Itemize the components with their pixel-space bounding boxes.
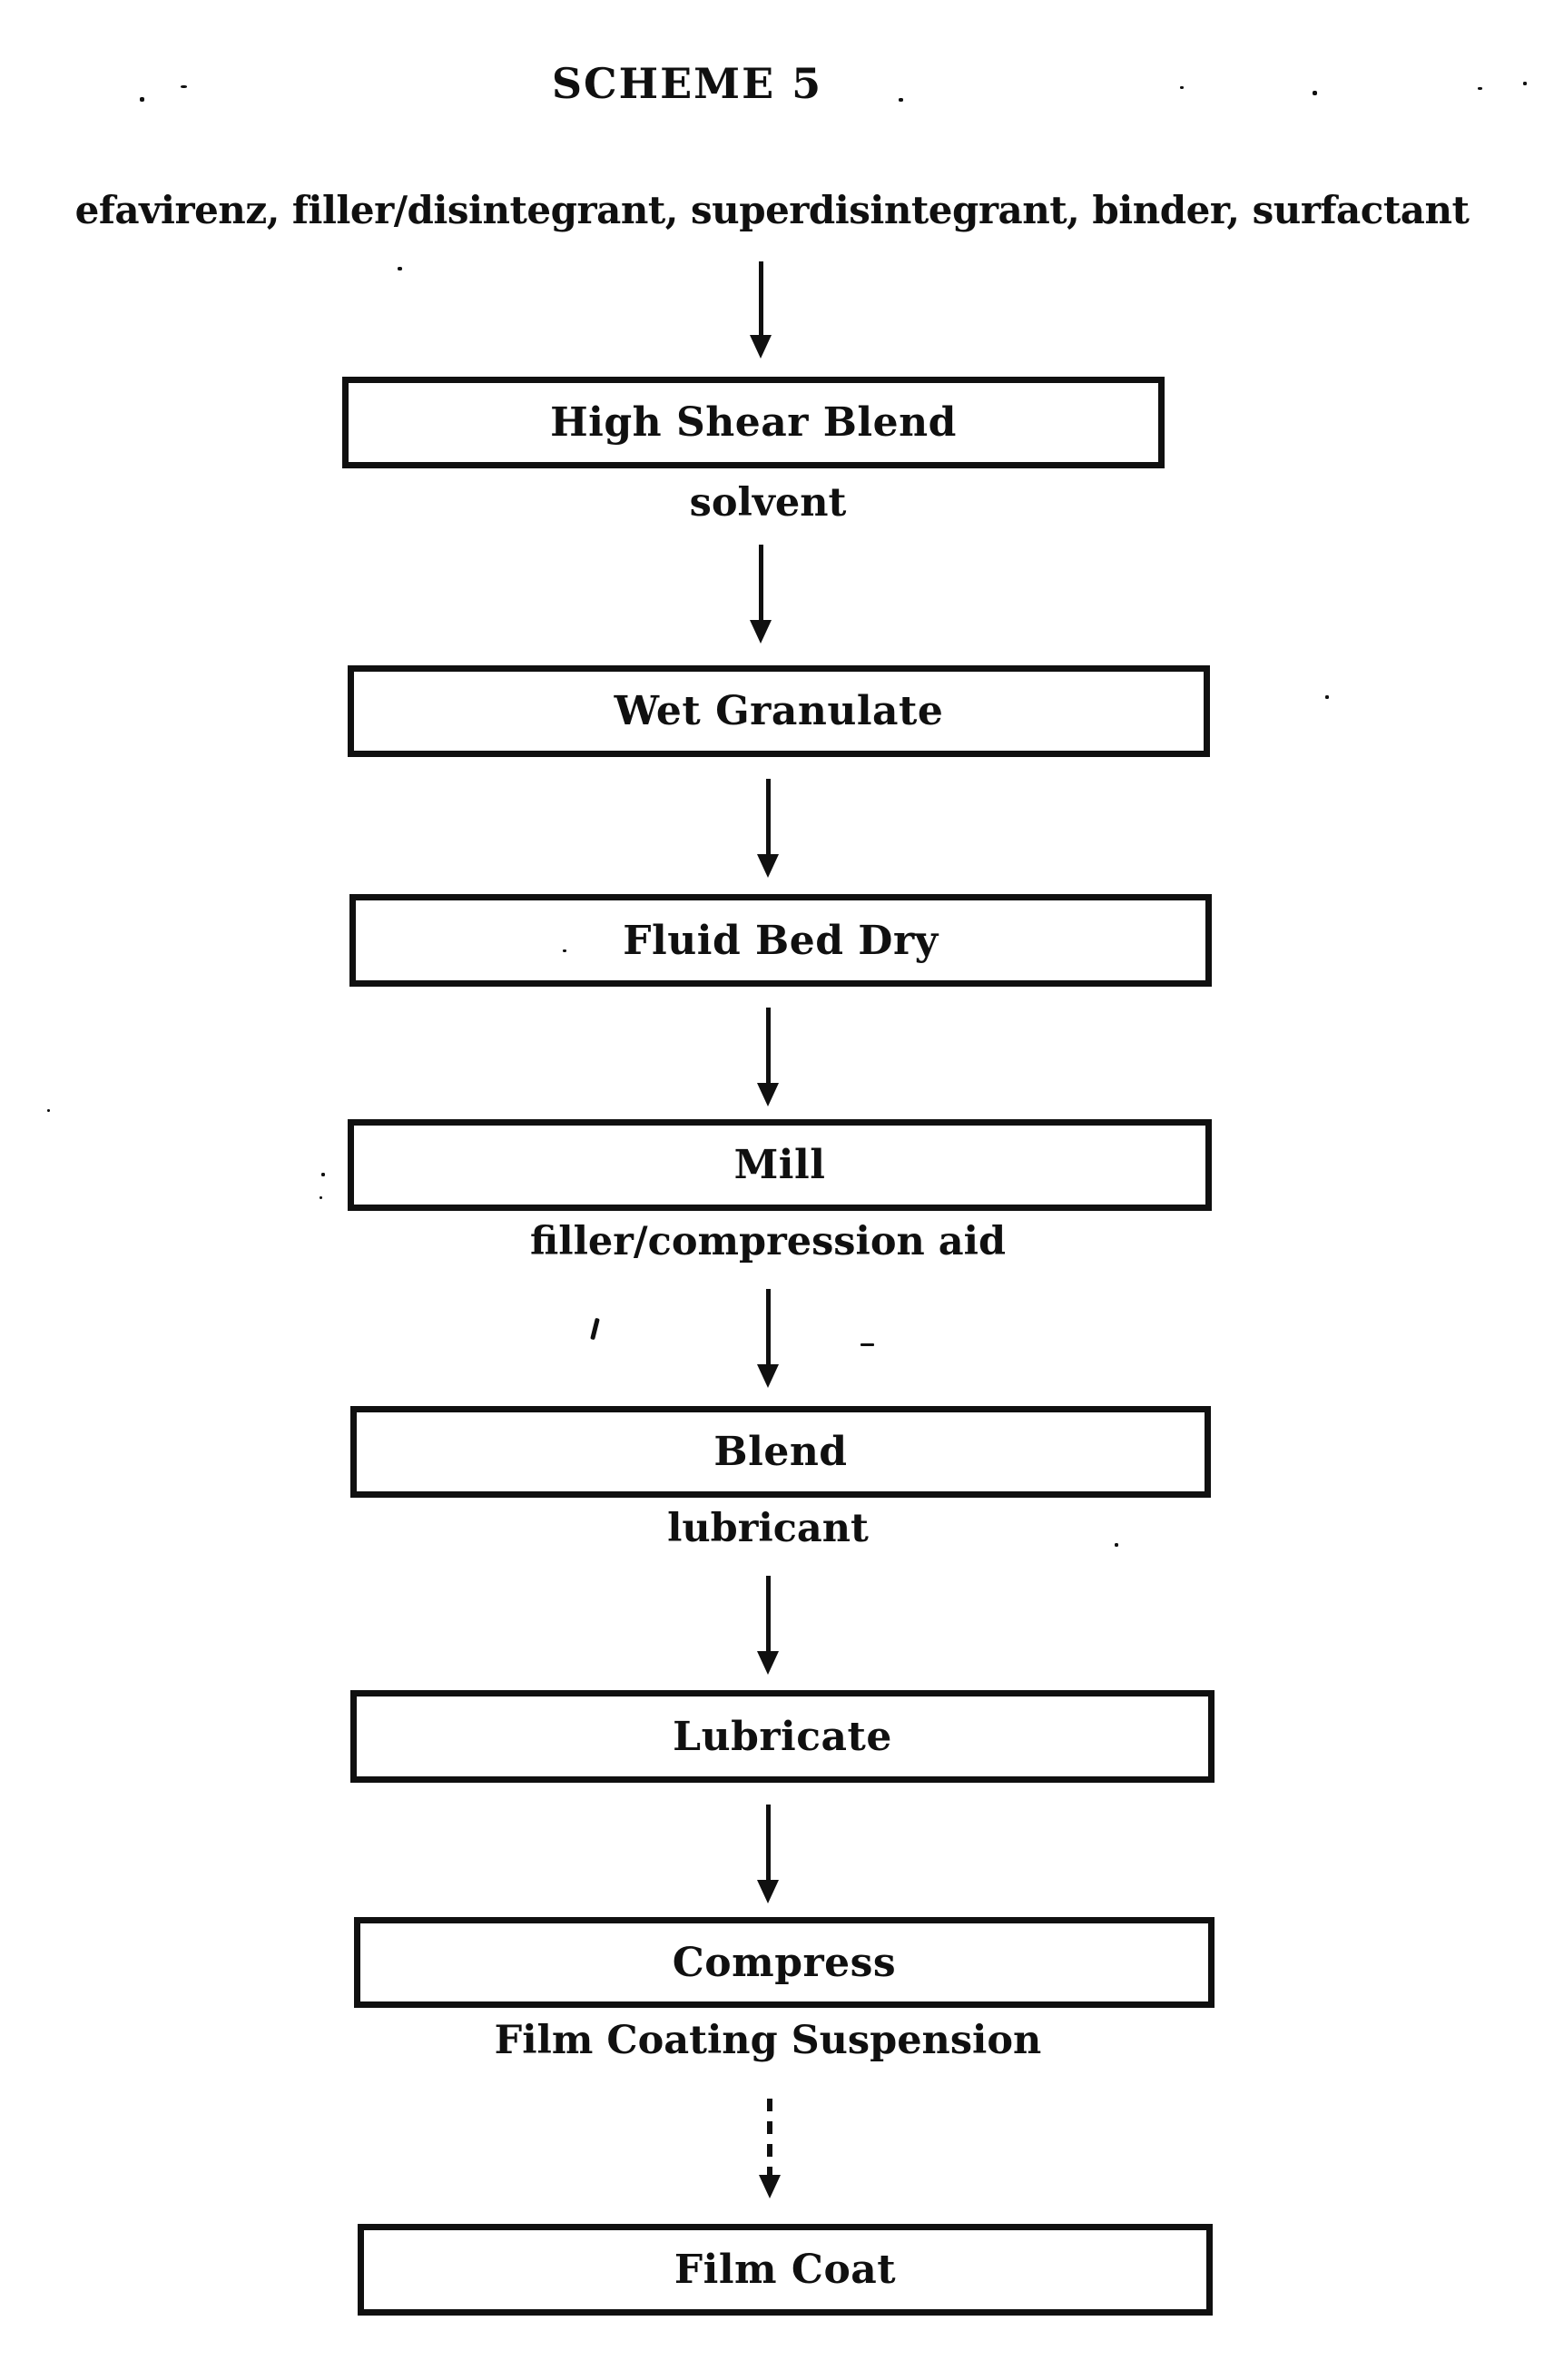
process-box-blend: Blend xyxy=(350,1406,1211,1498)
arrow-shaft xyxy=(765,1008,771,1084)
arrow-shaft xyxy=(765,1805,771,1881)
scan-speck xyxy=(1523,82,1527,85)
arrow-head xyxy=(750,620,772,644)
arrow-dash xyxy=(767,2099,772,2111)
scan-speck xyxy=(1478,87,1482,90)
process-box-fluid-bed-dry: Fluid Bed Dry xyxy=(349,894,1212,987)
arrow-down-icon xyxy=(757,1805,779,1903)
added-material-solvent: solvent xyxy=(689,480,847,526)
arrow-down-icon xyxy=(750,261,772,359)
process-box-label: High Shear Blend xyxy=(550,399,957,446)
scan-speck xyxy=(590,1317,600,1341)
process-box-wet-granulate: Wet Granulate xyxy=(348,665,1210,757)
arrow-shaft xyxy=(765,1289,771,1365)
process-box-film-coat: Film Coat xyxy=(358,2224,1213,2316)
process-box-label: Blend xyxy=(713,1429,848,1475)
arrow-dash xyxy=(767,2144,772,2157)
process-box-label: Film Coat xyxy=(674,2247,897,2293)
added-material-filler-compression-aid: filler/compression aid xyxy=(529,1219,1007,1264)
arrow-head xyxy=(757,1083,779,1106)
scan-speck xyxy=(899,98,903,102)
arrow-head xyxy=(757,854,779,878)
process-box-lubricate: Lubricate xyxy=(350,1690,1215,1783)
arrow-shaft xyxy=(758,545,763,621)
input-materials-line: efavirenz, filler/disintegrant, superdis… xyxy=(74,188,1470,232)
scan-speck xyxy=(861,1343,874,1346)
arrow-dash xyxy=(767,2121,772,2134)
arrow-down-icon xyxy=(757,1008,779,1106)
arrow-head xyxy=(757,1880,779,1903)
arrow-down-icon xyxy=(757,1576,779,1675)
arrow-shaft xyxy=(765,1576,771,1652)
arrow-dash xyxy=(767,2167,772,2176)
scan-speck xyxy=(1115,1543,1118,1547)
scan-speck xyxy=(181,85,187,88)
scan-speck xyxy=(320,1196,322,1199)
arrow-head xyxy=(757,1651,779,1675)
process-box-compress: Compress xyxy=(354,1917,1215,2008)
arrow-down-icon xyxy=(757,1289,779,1388)
scan-speck xyxy=(398,267,402,270)
process-box-label: Compress xyxy=(672,1939,897,1986)
scan-speck xyxy=(47,1109,50,1112)
added-material-lubricant: lubricant xyxy=(667,1506,869,1551)
arrow-head xyxy=(750,335,772,359)
scan-speck xyxy=(1313,91,1317,95)
scan-speck xyxy=(140,97,144,102)
arrow-shaft xyxy=(765,779,771,855)
scan-speck xyxy=(321,1173,325,1176)
process-box-label: Lubricate xyxy=(673,1713,892,1760)
arrow-down-icon xyxy=(757,779,779,878)
scan-speck xyxy=(1180,86,1184,89)
arrow-down-icon xyxy=(750,545,772,644)
added-material-film-coating-suspension: Film Coating Suspension xyxy=(494,2018,1042,2063)
process-box-mill: Mill xyxy=(348,1119,1212,1211)
scheme-title: SCHEME 5 xyxy=(551,59,823,108)
arrow-head xyxy=(759,2175,781,2198)
process-box-label: Mill xyxy=(733,1142,826,1188)
arrow-down-dashed-icon xyxy=(759,2099,781,2198)
process-box-label: Fluid Bed Dry xyxy=(623,917,939,964)
process-box-high-shear-blend: High Shear Blend xyxy=(342,377,1165,468)
scan-speck xyxy=(563,949,566,952)
arrow-shaft xyxy=(758,261,763,336)
arrow-head xyxy=(757,1364,779,1388)
scan-speck xyxy=(1325,695,1329,699)
process-box-label: Wet Granulate xyxy=(614,688,944,734)
